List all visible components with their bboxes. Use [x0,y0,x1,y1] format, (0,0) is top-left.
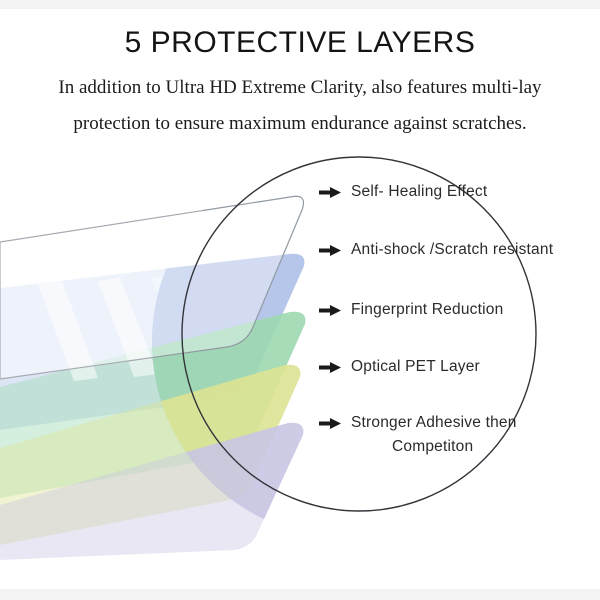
label-adhesive: Stronger Adhesive then [318,414,517,432]
label-text: Fingerprint Reduction [351,301,504,318]
right-arrow-icon [319,304,341,316]
right-arrow-icon [319,417,341,429]
label-text: Optical PET Layer [351,358,480,375]
right-arrow-icon [319,186,341,198]
page-title: 5 PROTECTIVE LAYERS [124,26,476,59]
label-text: Stronger Adhesive then [351,414,517,431]
subtitle-line-2: protection to ensure maximum endurance a… [73,113,527,134]
top-edge-bar [0,0,600,9]
label-anti-shock: Anti-shock /Scratch resistant [318,241,553,259]
label-text: Anti-shock /Scratch resistant [351,241,554,258]
right-arrow-icon [319,244,341,256]
label-optical-pet: Optical PET Layer [318,358,480,376]
subtitle-line-1: In addition to Ultra HD Extreme Clarity,… [58,77,542,98]
magnifier-circle-outline [181,156,537,512]
bottom-edge-bar [0,589,600,600]
label-adhesive-line2: Competiton [392,438,474,455]
label-self-healing: Self- Healing Effect [318,183,487,201]
right-arrow-icon [319,361,341,373]
label-text: Self- Healing Effect [351,183,488,200]
label-fingerprint: Fingerprint Reduction [318,301,503,319]
bright-self-healing-layer [152,195,305,380]
